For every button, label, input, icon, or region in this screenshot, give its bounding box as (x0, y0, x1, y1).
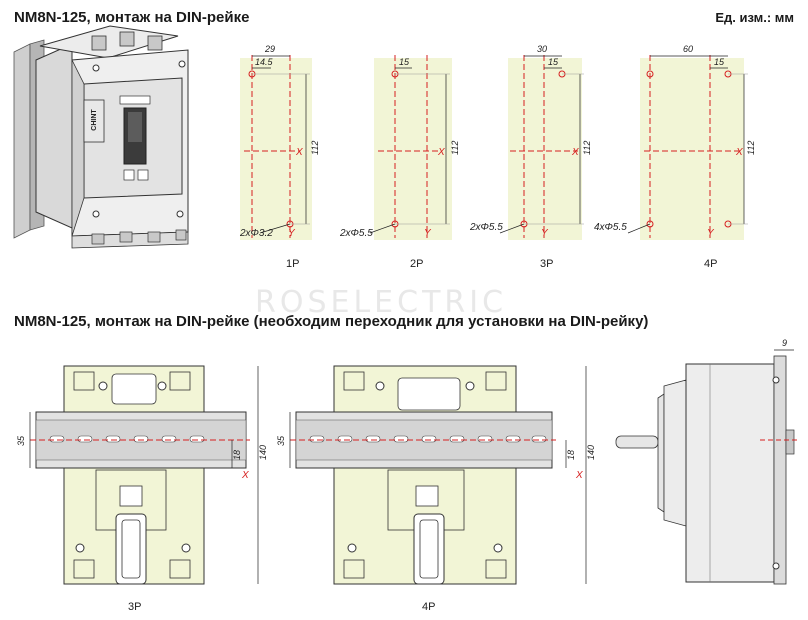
drill-pattern-1p: 29 14.5 112 2xΦ3.2 X Y 1P (239, 44, 320, 270)
label-3p: 3P (540, 258, 553, 270)
axis-x-rail-4p: X (575, 470, 583, 481)
dim-2p-height: 112 (450, 141, 460, 155)
side-view: 9 (615, 338, 800, 585)
rail-view-3p: 35 18 140 X 3P (16, 365, 268, 613)
drill-pattern-2p: 15 112 2xΦ5.5 X Y 2P (339, 55, 460, 270)
section-title-top: NM8N-125, монтаж на DIN-рейке (14, 9, 250, 26)
axis-y-2p: Y (424, 228, 432, 239)
dim-side-offset: 9 (782, 338, 787, 348)
drill-pattern-3p: 30 15 112 2xΦ5.5 X Y 3P (469, 44, 592, 270)
label-2p: 2P (410, 258, 423, 270)
axis-y-1p: Y (288, 228, 296, 239)
axis-x-2p: X (437, 147, 445, 158)
axis-y-4p: Y (707, 228, 715, 239)
brand-logo: CHINT (91, 109, 98, 131)
dim-rail-4p: 35 (276, 435, 286, 446)
holes-3p: 2xΦ5.5 (469, 222, 503, 233)
dim-offset-4p: 18 (566, 450, 576, 460)
dim-3p-half: 15 (548, 57, 559, 67)
dim-4p-half: 15 (714, 57, 725, 67)
units-label: Ед. изм.: мм (715, 10, 794, 25)
dim-1p-height: 112 (310, 141, 320, 155)
dim-3p-height: 112 (582, 141, 592, 155)
section-title-din-adapter: NM8N-125, монтаж на DIN-рейке (необходим… (14, 313, 649, 330)
dim-3p-width: 30 (537, 44, 547, 54)
dim-4p-width: 60 (683, 44, 693, 54)
axis-x-rail-3p: X (241, 470, 249, 481)
drill-pattern-4p: 60 15 112 4xΦ5.5 X Y 4P (594, 44, 756, 270)
holes-2p: 2xΦ5.5 (339, 228, 373, 239)
dim-rail-3p: 35 (16, 435, 26, 446)
label-rail-3p: 3P (128, 601, 141, 613)
dim-1p-half: 14.5 (255, 57, 274, 67)
dim-total-3p: 140 (258, 445, 268, 460)
rail-view-4p: 35 18 140 X 4P (276, 365, 596, 613)
axis-x-1p: X (295, 147, 303, 158)
axis-x-4p: X (735, 147, 743, 158)
dim-total-4p: 140 (586, 445, 596, 460)
axis-y-3p: Y (541, 228, 549, 239)
dim-1p-width: 29 (264, 44, 275, 54)
holes-4p: 4xΦ5.5 (594, 222, 627, 233)
label-1p: 1P (286, 258, 299, 270)
label-4p: 4P (704, 258, 717, 270)
axis-x-3p: X (571, 147, 579, 158)
dim-4p-height: 112 (746, 141, 756, 155)
label-rail-4p: 4P (422, 601, 435, 613)
watermark: ROSELECTRIC (255, 285, 508, 320)
dim-2p-half: 15 (399, 57, 410, 67)
dim-offset-3p: 18 (232, 450, 242, 460)
holes-1p: 2xΦ3.2 (239, 228, 273, 239)
breaker-illustration: CHINT (13, 25, 189, 249)
